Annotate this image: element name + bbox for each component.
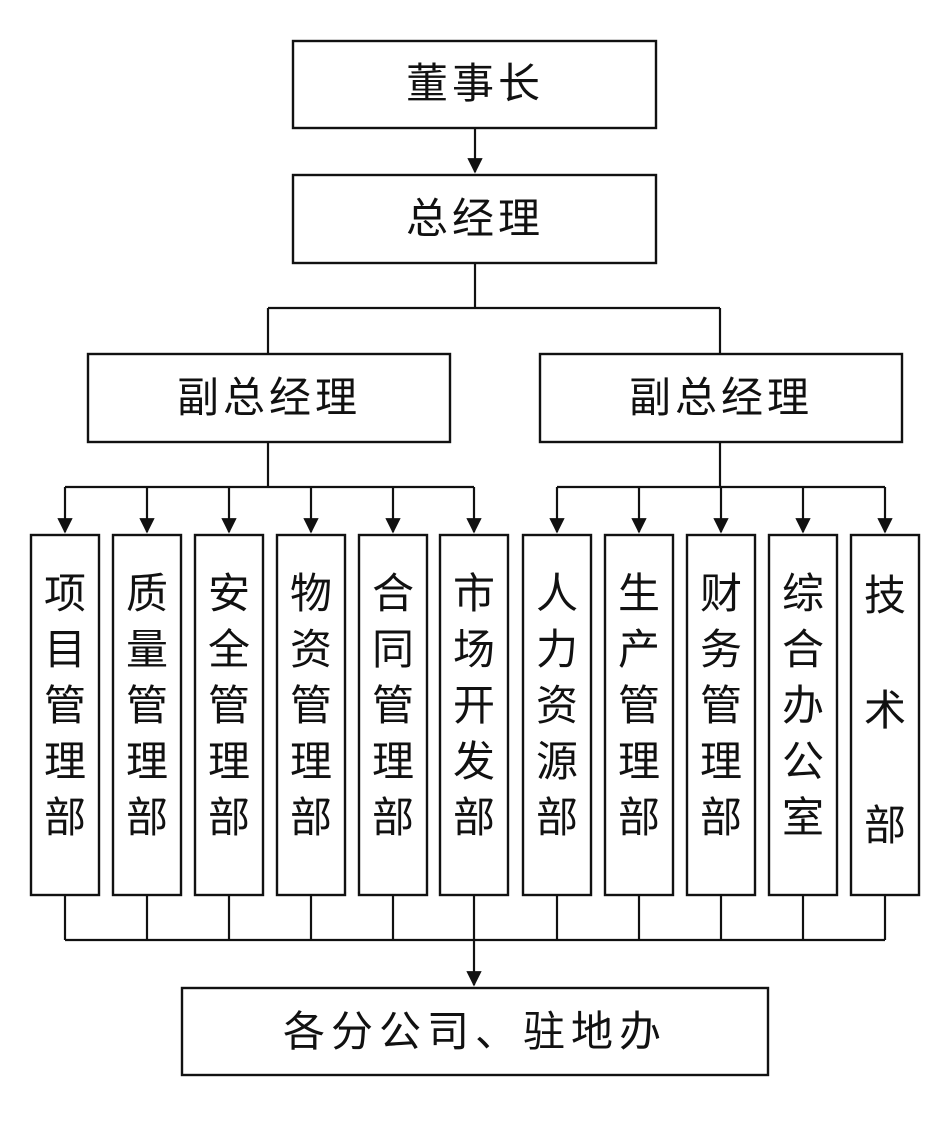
department-box xyxy=(849,533,921,897)
department-label: 市场开发部 xyxy=(453,569,495,842)
node-general-manager: 总经理 xyxy=(291,173,658,265)
department-5: 合同管理部 xyxy=(357,533,429,897)
department-label: 技术部 xyxy=(864,571,906,850)
department-box xyxy=(357,533,429,897)
department-box xyxy=(111,533,183,897)
deputy-left-label: 副总经理 xyxy=(177,373,361,422)
department-label: 生产管理部 xyxy=(618,569,660,842)
department-1: 项目管理部 xyxy=(29,533,101,897)
department-8: 生产管理部 xyxy=(603,533,675,897)
node-chairman: 董事长 xyxy=(291,39,658,130)
department-label: 项目管理部 xyxy=(44,569,86,842)
department-2: 质量管理部 xyxy=(111,533,183,897)
department-7: 人力资源部 xyxy=(521,533,593,897)
department-label: 质量管理部 xyxy=(126,569,168,842)
departments: 项目管理部质量管理部安全管理部物资管理部合同管理部市场开发部人力资源部生产管理部… xyxy=(29,533,921,897)
department-box xyxy=(438,533,510,897)
department-box xyxy=(685,533,757,897)
deputy-right-label: 副总经理 xyxy=(629,373,813,422)
department-box xyxy=(521,533,593,897)
department-10: 综合办公室 xyxy=(767,533,839,897)
department-box xyxy=(193,533,265,897)
department-box xyxy=(603,533,675,897)
department-label: 安全管理部 xyxy=(208,569,250,842)
department-label: 人力资源部 xyxy=(536,569,578,842)
department-11: 技术部 xyxy=(849,533,921,897)
department-3: 安全管理部 xyxy=(193,533,265,897)
department-box xyxy=(29,533,101,897)
department-label: 财务管理部 xyxy=(700,569,742,842)
department-4: 物资管理部 xyxy=(275,533,347,897)
general-manager-label: 总经理 xyxy=(406,194,544,243)
department-label: 综合办公室 xyxy=(782,569,824,842)
department-box xyxy=(275,533,347,897)
chairman-label: 董事长 xyxy=(406,59,544,108)
department-9: 财务管理部 xyxy=(685,533,757,897)
department-box xyxy=(767,533,839,897)
department-6: 市场开发部 xyxy=(438,533,510,897)
branch-offices-label: 各分公司、驻地办 xyxy=(283,1007,667,1056)
department-label: 物资管理部 xyxy=(290,569,332,842)
node-branch-offices: 各分公司、驻地办 xyxy=(180,986,770,1077)
node-deputy-left: 副总经理 xyxy=(86,352,452,444)
department-label: 合同管理部 xyxy=(372,569,414,842)
connectors xyxy=(57,128,893,987)
node-deputy-right: 副总经理 xyxy=(538,352,904,444)
